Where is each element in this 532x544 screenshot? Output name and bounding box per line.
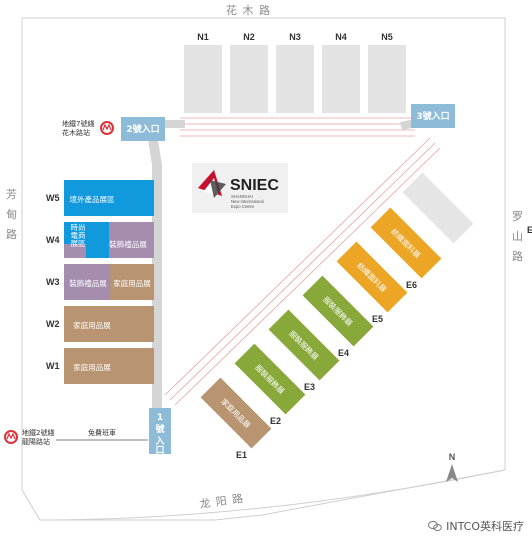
svg-text:SNIEC: SNIEC	[230, 177, 279, 194]
road-left-label: 芳 甸 路	[6, 187, 18, 241]
svg-text:3號入口: 3號入口	[416, 110, 449, 122]
svg-text:地鐵7號綫: 地鐵7號綫	[62, 119, 94, 128]
east-halls: 家庭用品展E1服裝服飾展E2服裝服飾展E3服裝服飾展E4紡織面料展E5紡織面料展…	[200, 172, 532, 460]
hall-code-label: W2	[46, 319, 60, 329]
svg-text:2號入口: 2號入口	[126, 123, 159, 135]
hall-n1[interactable]: N1	[184, 32, 222, 113]
svg-text:芳: 芳	[6, 187, 18, 201]
site-outline	[21, 17, 506, 521]
entrance-2[interactable]: 2號入口	[121, 117, 165, 141]
svg-text:山: 山	[512, 230, 524, 243]
hall-code-label: W5	[46, 193, 60, 203]
hall-label: 境外產品展區	[70, 194, 115, 204]
hall-code-label: E4	[338, 348, 349, 358]
metro-station-huamu[interactable]: 地鐵7號綫 花木路站	[62, 119, 114, 137]
hall-w3[interactable]: 裝飾禮品展家庭用品展 W3	[46, 264, 154, 300]
hall-code-label: N5	[381, 32, 393, 42]
hall-code-label: W4	[46, 235, 60, 245]
hall-label: 裝飾禮品展	[109, 239, 147, 249]
svg-text:口: 口	[155, 445, 164, 456]
svg-text:地鐵2號綫: 地鐵2號綫	[22, 428, 54, 437]
sniec-logo: SNIEC SHANGHAI New International Expo Ce…	[192, 163, 288, 213]
svg-text:路: 路	[512, 250, 524, 263]
north-halls: N1 N2 N3 N4 N5	[184, 32, 406, 113]
hall-n4[interactable]: N4	[322, 32, 360, 113]
hall-code-label: E6	[406, 280, 417, 290]
svg-text:New International: New International	[231, 199, 264, 204]
hall-code-label: N3	[289, 32, 301, 42]
bottom-road-curve	[39, 469, 506, 521]
hall-code-label: E3	[304, 382, 315, 392]
hall-sub-label: 時尚	[71, 222, 86, 232]
svg-text:免費班車: 免費班車	[88, 428, 116, 437]
road-top-label: 花 木 路	[226, 4, 271, 17]
hall-sub-label: 電商	[71, 230, 86, 240]
north-arrow-icon: N	[446, 452, 458, 482]
hall-n3[interactable]: N3	[276, 32, 314, 113]
road-bottom-label: 龙 阳 路	[199, 492, 245, 511]
entrance-1[interactable]: 1 號 入 口	[149, 408, 171, 456]
hall-code-label: W3	[46, 277, 60, 287]
svg-text:罗: 罗	[512, 210, 524, 223]
hall-w1[interactable]: 家庭用品展 W1	[46, 348, 154, 384]
hall-label-right: 家庭用品展	[113, 278, 151, 288]
hall-code-label: E2	[270, 416, 281, 426]
hall-code-label: N4	[335, 32, 347, 42]
svg-text:號: 號	[155, 423, 164, 435]
svg-text:龍陽路站: 龍陽路站	[22, 437, 50, 446]
hall-label: 裝飾禮品展	[69, 278, 107, 288]
metro-icon	[4, 430, 18, 444]
hall-label: 家庭用品展	[73, 320, 111, 330]
hall-n5[interactable]: N5	[368, 32, 406, 113]
hall-code-label: N2	[243, 32, 255, 42]
entrance-3[interactable]: 3號入口	[411, 104, 455, 128]
hall-code-label: E1	[236, 450, 247, 460]
hall-e7[interactable]: E7	[402, 172, 532, 244]
svg-text:1: 1	[157, 413, 163, 423]
metro-icon	[100, 121, 114, 135]
svg-text:Expo Centre: Expo Centre	[231, 204, 255, 209]
wechat-icon	[428, 520, 442, 531]
svg-text:花木路站: 花木路站	[62, 128, 90, 137]
hall-code-label: W1	[46, 361, 60, 371]
svg-text:路: 路	[6, 228, 18, 241]
shuttle-route: 免費班車	[56, 428, 148, 441]
logo-mark-icon	[198, 170, 226, 198]
hall-sub-label: 展區	[71, 239, 86, 248]
hall-w2[interactable]: 家庭用品展 W2	[46, 306, 154, 342]
svg-text:N: N	[449, 452, 456, 462]
svg-text:甸: 甸	[6, 208, 18, 221]
west-halls: 境外產品展區W5時尚電商展區裝飾禮品展W4裝飾禮品展家庭用品展W3家庭用品展W2…	[46, 180, 154, 384]
watermark: INTCO英科医疗	[428, 518, 524, 534]
hall-code-label: E7	[527, 225, 532, 235]
hall-label: 家庭用品展	[73, 362, 111, 372]
hall-w5[interactable]: 境外產品展區 W5	[46, 180, 154, 216]
hall-n2[interactable]: N2	[230, 32, 268, 113]
hall-code-label: N1	[197, 32, 209, 42]
hall-code-label: E5	[372, 314, 383, 324]
metro-station-longyang[interactable]: 地鐵2號綫 龍陽路站	[4, 428, 54, 446]
svg-text:SHANGHAI: SHANGHAI	[231, 194, 253, 199]
walkway-lines	[164, 117, 441, 406]
watermark-text: INTCO英科医疗	[446, 520, 524, 533]
svg-text:入: 入	[154, 436, 164, 447]
road-right-label: 罗 山 路	[512, 210, 524, 263]
